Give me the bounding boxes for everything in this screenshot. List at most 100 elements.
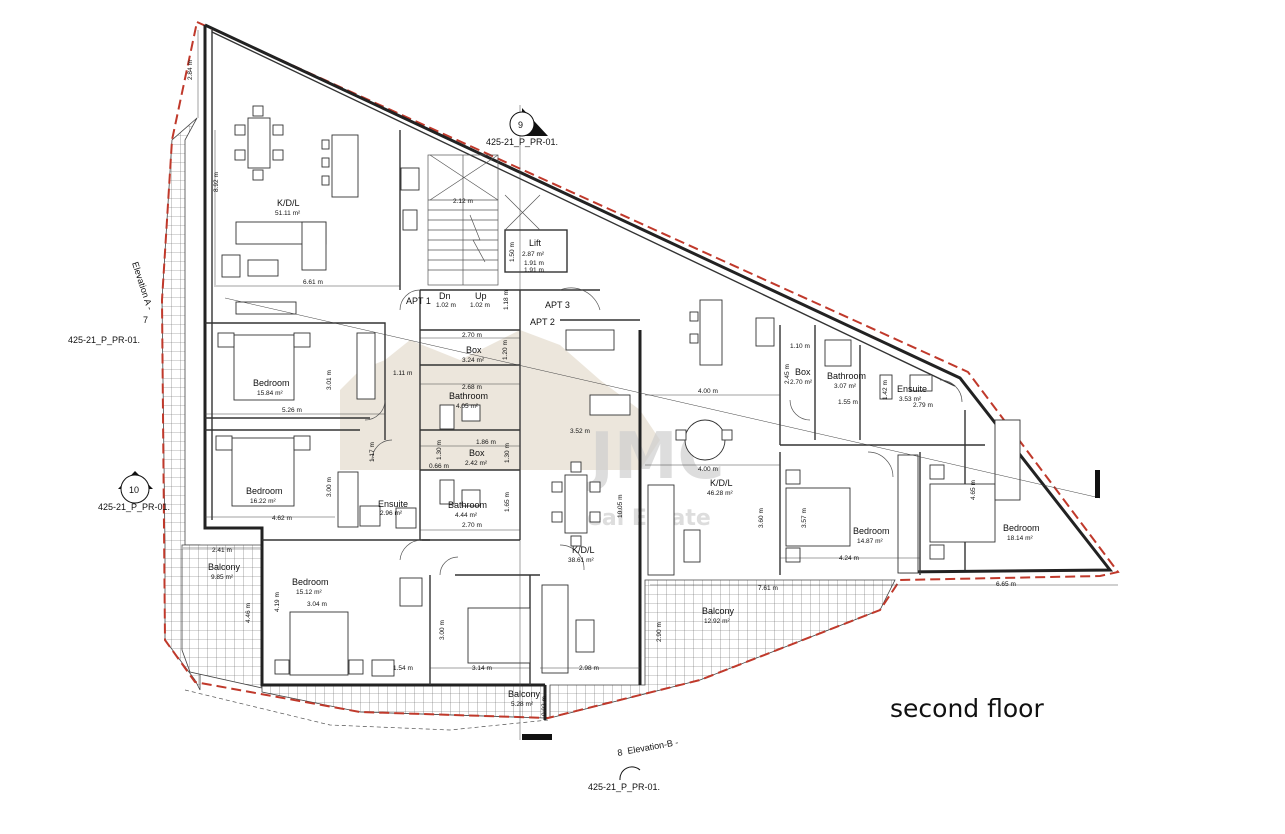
room-area: 2.42 m² [465,460,488,467]
balcony-southeast [549,579,896,719]
dimension-label: 4.65 m [970,480,977,500]
dimension-label: 1.65 m [504,492,511,512]
dimension-label: 1.86 m [476,439,496,446]
room-area: 9.85 m² [211,574,234,581]
apt-1-label: APT 1 [406,296,431,306]
dimension-label: 3.04 m [307,601,327,608]
dimension-label: 4.00 m [698,388,718,395]
dimension-label: 8.92 m [213,172,220,192]
dimension-label: 3.00 m [326,477,333,497]
stair-down-label: Dn [439,291,451,301]
room-name: Bedroom [246,486,283,496]
dimension-label: 3.00 m [439,620,446,640]
dimension-label: 3.57 m [801,508,808,528]
dimension-label: 3.60 m [758,508,765,528]
dimension-label: 4.46 m [245,603,252,623]
dimension-label: 2.98 m [579,665,599,672]
dimension-label: 2.84 m [187,60,194,80]
room-name: Balcony [208,562,241,572]
dimension-label: 7.61 m [758,585,778,592]
room-name: Bedroom [1003,523,1040,533]
room-name: K/D/L [710,478,733,488]
dimension-label: 4.62 m [272,515,292,522]
room-name: Bedroom [853,526,890,536]
room-name: Box [795,367,811,377]
dimension-label: 1.02 m [436,302,456,309]
room-name: Bathroom [827,371,866,381]
room-area: 2.87 m² [522,251,545,258]
dimension-label: 10.05 m [617,495,624,519]
room-area: 46.28 m² [707,490,733,497]
outer-dashed-line [184,689,549,731]
room-name: Bathroom [449,391,488,401]
dimension-label: 4.24 m [839,555,859,562]
dimension-label: 4.19 m [274,592,281,612]
room-name: Box [466,345,482,355]
room-area: 15.12 m² [296,589,322,596]
balcony-southwest [181,544,263,689]
room-area: 2.96 m² [380,510,403,517]
section-ref-text: 9 [518,120,523,130]
dimension-label: 2.68 m [462,384,482,391]
dimension-label: 1.54 m [393,665,413,672]
section-ref-text: 7 [143,315,148,325]
dimension-label: 0.66 m [429,463,449,470]
section-ref-text: 425-21_P_PR-01. [588,782,660,792]
dimension-label: 1.02 m [470,302,490,309]
dimension-lines [183,30,1118,740]
room-name: Ensuite [897,384,927,394]
section-ref-text: Elevation A - [130,261,155,312]
dimension-label: 2.90 m [656,622,663,642]
apt-2-label: APT 2 [530,317,555,327]
apt-3-label: APT 3 [545,300,570,310]
dimension-label: 1.42 m [882,380,889,400]
room-area: 12.92 m² [704,618,730,625]
room-area: 5.28 m² [511,701,534,708]
elevation-marker-8: 8 Elevation-B - 425-21_P_PR-01. [522,734,679,792]
dimension-label: 2.12 m [453,198,473,205]
dimension-label: 1.10 m [790,343,810,350]
room-labels: K/D/L 51.11 m² Lift 2.87 m² Bedroom 15.8… [208,198,1040,708]
section-marker-10: 10 425-21_P_PR-01. [98,470,1100,512]
door-swings [364,287,963,576]
dimension-label: 5.26 m [282,407,302,414]
dimension-label: 1.11 m [393,370,412,377]
dimension-label: 1.91 m [524,267,544,274]
room-area: 2.70 m² [790,379,813,386]
section-ref-text: 425-21_P_PR-01. [68,335,140,345]
lift-shaft[interactable] [504,229,568,273]
room-area: 14.87 m² [857,538,883,545]
room-area: 3.24 m² [462,357,485,364]
dimension-label: 1.55 m [838,399,858,406]
room-area: 4.44 m² [455,512,478,519]
room-name: Bedroom [292,577,329,587]
section-ref-text: Elevation-B - [627,737,679,756]
section-ref-text: 425-21_P_PR-01. [486,137,558,147]
room-name: Box [469,448,485,458]
dimension-label: 2.79 m [913,402,933,409]
dimension-label: 1.18 m [503,290,510,310]
room-area: 18.14 m² [1007,535,1033,542]
room-area: 15.84 m² [257,390,283,397]
dimension-label: 2.70 m [462,522,482,529]
room-name: K/D/L [572,545,595,555]
dimension-labels: 2.84 m 8.92 m 2.12 m 6.61 m 1.02 m 1.02 … [187,60,1016,716]
section-ref-text: 10 [129,485,139,495]
dimension-label: 3.52 m [570,428,590,435]
section-ref-text: 425-21_P_PR-01. [98,502,170,512]
room-name: Balcony [702,606,735,616]
room-name: Balcony [508,689,541,699]
dimension-label: 0.93 m [541,696,548,716]
room-area: 3.07 m² [834,383,857,390]
room-area: 51.11 m² [275,210,301,217]
dimension-label: 4.00 m [698,466,718,473]
furniture [215,105,1021,677]
stair-core [427,154,568,286]
dimension-label: 2.70 m [462,332,482,339]
stair-up-label: Up [475,291,487,301]
dimension-label: 2.45 m [784,364,791,384]
room-name: Bathroom [448,500,487,510]
room-name: K/D/L [277,198,300,208]
room-name: Lift [529,238,542,248]
